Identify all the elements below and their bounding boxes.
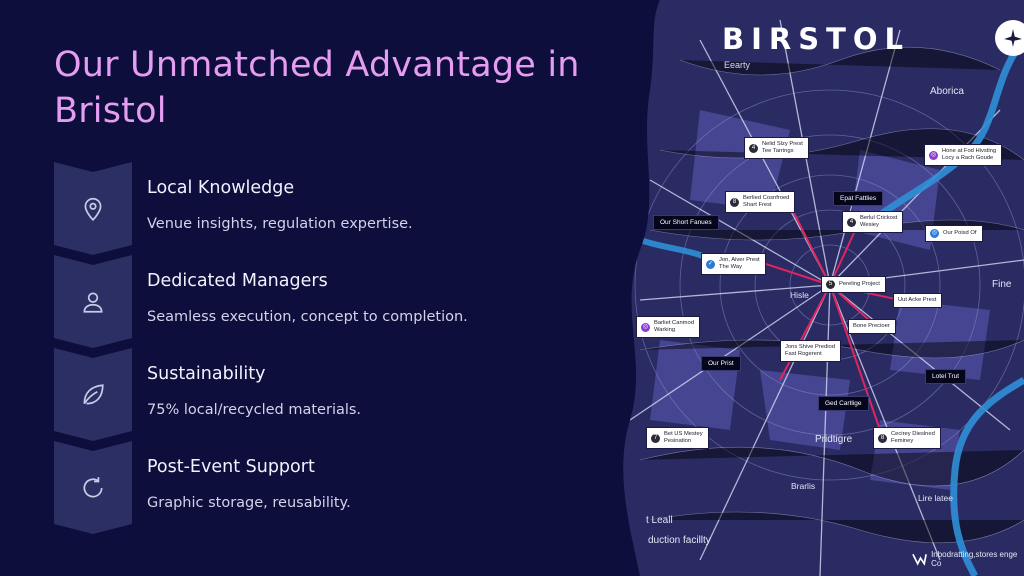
callout-text: Jons Shive Prediod Fast Rogerent <box>785 344 835 357</box>
callout-text: Nelid Slzy Prest Tee Tarrings <box>762 141 803 154</box>
slide-title: Our Unmatched Advantage in Bristol <box>54 45 580 131</box>
person-icon <box>83 292 103 313</box>
callout-marker-icon: 7 <box>651 433 660 443</box>
map-callout: ◎ Barliet Canmod Warking <box>637 317 699 337</box>
callout-text: Pereling Project <box>839 281 880 287</box>
feature-description: Venue insights, regulation expertise. <box>147 216 413 232</box>
callout-text: Berlul Crickost Wesiey <box>860 215 898 228</box>
feature-chevron <box>54 441 132 534</box>
map-callout: ◎ Hone at Fod Hivsting Locy a Rach Goude <box>925 145 1002 165</box>
feature-title: Post-Event Support <box>147 457 315 477</box>
brand-logo-icon <box>912 553 927 566</box>
callout-marker-icon: 8 <box>878 433 887 443</box>
callout-marker-icon: ◎ <box>930 229 939 238</box>
map-title: BIRSTOL <box>722 22 911 56</box>
compass-icon <box>1004 29 1022 47</box>
compass-badge <box>995 20 1024 56</box>
callout-text: Bone Precioer <box>853 323 890 329</box>
place-label: Hisle <box>790 290 809 300</box>
feature-local-knowledge: Local Knowledge Venue insights, regulati… <box>54 162 614 255</box>
place-label: t Leall <box>646 515 673 526</box>
feature-title: Local Knowledge <box>147 178 295 198</box>
map-tag: Epat Fattlies <box>833 191 884 206</box>
map-subtitle: Eearty <box>724 60 751 70</box>
feature-post-event-support: Post-Event Support Graphic storage, reus… <box>54 441 614 534</box>
place-label: Pridtigre <box>815 434 853 445</box>
place-label: duction facillty <box>648 535 711 546</box>
place-label: Aborica <box>930 86 964 97</box>
callout-marker-icon: 4 <box>749 143 758 153</box>
map-tag: Ged Cartlige <box>818 396 869 411</box>
map-callout: 4 Berlul Crickost Wesiey <box>843 212 903 232</box>
feature-dedicated-managers: Dedicated Managers Seamless execution, c… <box>54 255 614 348</box>
place-label: Fine <box>992 279 1012 290</box>
feature-sustainability: Sustainability 75% local/recycled materi… <box>54 348 614 441</box>
map-callout: 4 Nelid Slzy Prest Tee Tarrings <box>745 138 808 158</box>
leaf-icon <box>83 384 104 405</box>
callout-marker-icon: 4 <box>847 217 856 227</box>
map-tag: Our Prist <box>701 356 741 371</box>
content-panel: Our Unmatched Advantage in Bristol Local… <box>54 45 614 534</box>
map-footer: Inbodratting,stores enge Co <box>912 550 1024 568</box>
map-callout: 8 Berlied Cosnfroed Shart Frest <box>726 192 795 212</box>
feature-title: Sustainability <box>147 364 266 384</box>
map-tag: Lotel Trut <box>925 369 967 384</box>
feature-chevron <box>54 255 132 348</box>
location-pin-icon <box>84 197 102 222</box>
map-callout: Uut Acke Prest <box>894 294 942 307</box>
callout-text: Our Poisd Of <box>943 230 977 236</box>
feature-chevron <box>54 348 132 441</box>
map-callout: Jons Shive Prediod Fast Rogerent <box>781 341 840 361</box>
map-callout: 7 Bet US Mestey Pesination <box>647 428 708 448</box>
callout-text: Hone at Fod Hivsting Locy a Rach Goude <box>942 148 997 161</box>
feature-title: Dedicated Managers <box>147 271 328 291</box>
map-callout: 8 Cecirey Dieslned Feminey <box>874 428 940 448</box>
callout-text: Berlied Cosnfroed Shart Frest <box>743 195 790 208</box>
map-callout: Bone Precioer <box>849 320 895 333</box>
callout-text: Bet US Mestey Pesination <box>664 431 703 444</box>
map-callout: 5 Pereling Project <box>822 277 885 292</box>
callout-text: Uut Acke Prest <box>898 297 937 303</box>
callout-text: Cecirey Dieslned Feminey <box>891 431 935 444</box>
callout-marker-icon: ◎ <box>929 150 938 160</box>
feature-chevron <box>54 162 132 255</box>
place-label: Brarlis <box>791 481 816 491</box>
callout-text: Jon, Aiver Prest The Way <box>719 257 760 270</box>
feature-description: Graphic storage, reusability. <box>147 495 351 511</box>
feature-description: 75% local/recycled materials. <box>147 402 362 418</box>
callout-text: Barliet Canmod Warking <box>654 320 694 333</box>
callout-marker-icon: ✓ <box>706 259 715 269</box>
feature-description: Seamless execution, concept to completio… <box>147 309 468 325</box>
map-callout: ✓ Jon, Aiver Prest The Way <box>702 254 765 274</box>
map-footer-text: Inbodratting,stores enge Co <box>931 550 1018 568</box>
callout-marker-icon: 8 <box>730 197 739 207</box>
map-callout: ◎ Our Poisd Of <box>926 226 982 241</box>
place-label: Lire latee <box>918 493 953 503</box>
callout-marker-icon: 5 <box>826 280 835 289</box>
refresh-icon <box>83 477 103 498</box>
callout-marker-icon: ◎ <box>641 322 650 332</box>
map-tag: Our Short Fanues <box>653 215 719 230</box>
